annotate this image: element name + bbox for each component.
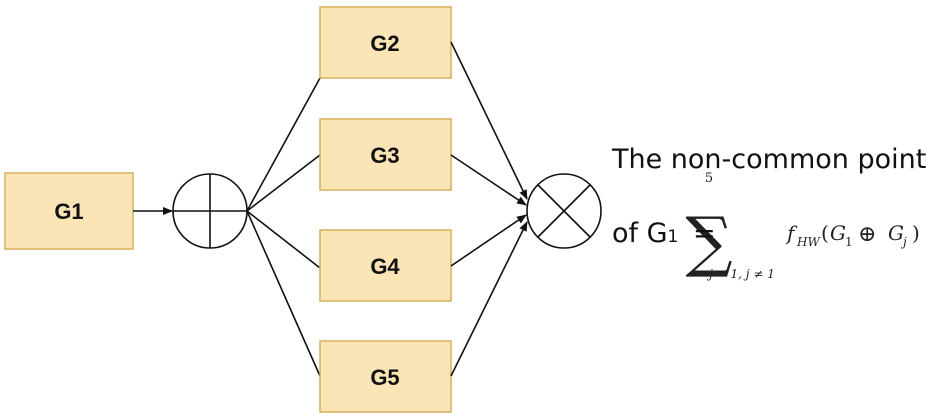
close-paren: ) bbox=[912, 221, 920, 245]
arg2: G bbox=[888, 221, 904, 245]
open-paren: ( bbox=[821, 221, 829, 245]
combine-operator bbox=[172, 173, 248, 249]
node-g5-label: G5 bbox=[370, 365, 399, 390]
caption-equals: = bbox=[692, 218, 716, 249]
function-subscript: HW bbox=[796, 235, 821, 249]
sum-symbol: ∑ bbox=[685, 203, 732, 280]
node-g4: G4 bbox=[319, 229, 452, 302]
node-g4-label: G4 bbox=[370, 254, 400, 279]
sum-lower-limit: j = 1, j ≠ 1 bbox=[706, 267, 775, 281]
edge-combine-to-g5 bbox=[246, 210, 321, 377]
edge-g3-to-product bbox=[450, 154, 527, 206]
formula: ∑ 5 j = 1, j ≠ 1 f HW ( G 1 ⊕ G j ) bbox=[685, 171, 919, 281]
node-g2: G2 bbox=[319, 6, 452, 79]
edge-combine-to-g3 bbox=[246, 154, 321, 212]
node-g5: G5 bbox=[319, 340, 452, 413]
sum-upper-limit: 5 bbox=[705, 171, 713, 186]
edge-combine-to-g2 bbox=[246, 77, 321, 212]
oplus-symbol: ⊕ bbox=[858, 222, 876, 247]
edge-g4-to-product bbox=[450, 214, 527, 267]
node-g1-label: G1 bbox=[54, 199, 83, 224]
caption-line2: of G1 = bbox=[612, 218, 716, 249]
caption-line1: The non-common point bbox=[612, 144, 927, 175]
node-g3: G3 bbox=[319, 118, 452, 191]
arg1-subscript: 1 bbox=[845, 235, 853, 249]
caption-subscript: 1 bbox=[667, 227, 679, 247]
caption-prefix: of G bbox=[612, 218, 668, 249]
node-g1: G1 bbox=[4, 172, 134, 250]
arg2-subscript: j bbox=[900, 235, 907, 249]
product-operator bbox=[526, 173, 602, 249]
node-g2-label: G2 bbox=[370, 31, 399, 56]
edge-g5-to-product bbox=[450, 221, 528, 377]
edge-combine-to-g4 bbox=[246, 210, 321, 269]
edge-g2-to-product bbox=[450, 41, 528, 200]
arg1: G bbox=[830, 221, 846, 245]
node-g3-label: G3 bbox=[370, 143, 399, 168]
